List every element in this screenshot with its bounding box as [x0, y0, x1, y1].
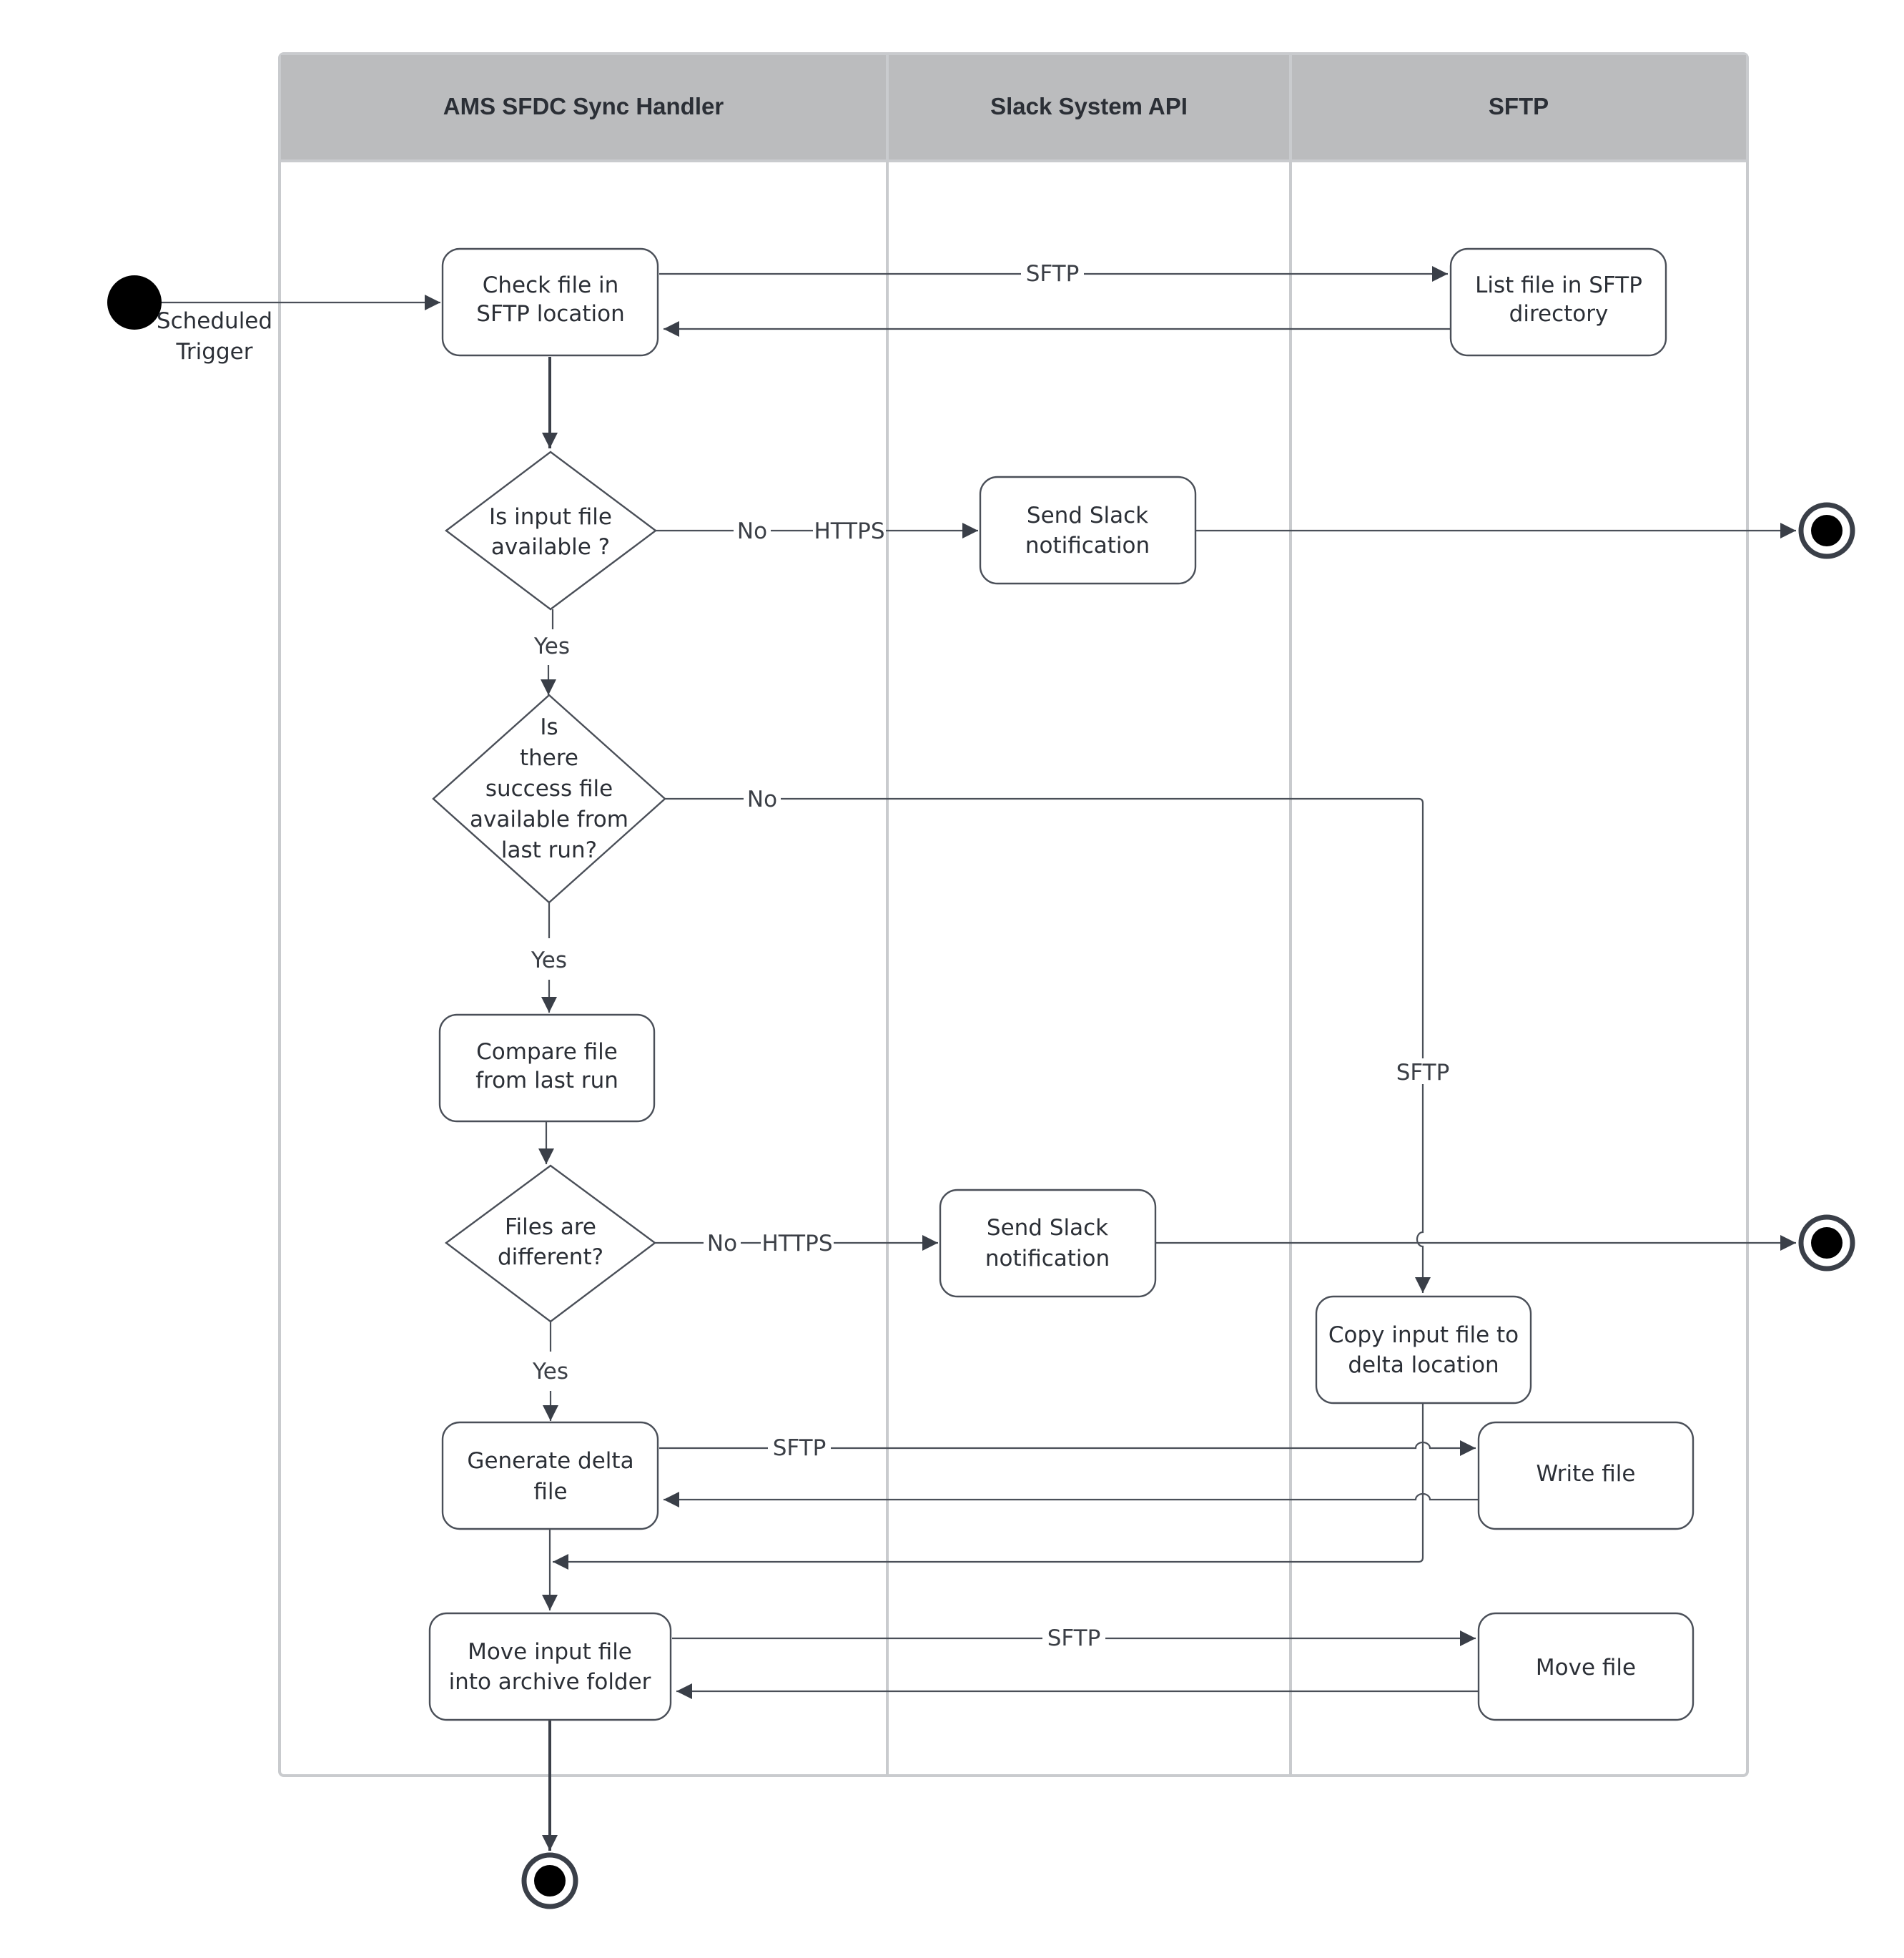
edge-success-no-to-copy	[665, 797, 1431, 1293]
action-copy-input: Copy input file to delta location	[1315, 1295, 1532, 1404]
action-move-input: Move input file into archive folder	[428, 1612, 672, 1721]
lane-title-sftp: SFTP	[1489, 93, 1549, 119]
action-check-file: Check file in SFTP location	[441, 247, 659, 357]
action-send-slack-2: Send Slack notification	[939, 1189, 1157, 1298]
action-list-file-line1: List file in SFTP	[1475, 272, 1642, 298]
lane-title-slack-system-api: Slack System API	[990, 93, 1188, 119]
edge-label-https-1: HTTPS	[814, 518, 884, 544]
action-copy-input-line2: delta location	[1348, 1352, 1499, 1378]
edge-label-no-3: No	[707, 1231, 737, 1256]
action-compare-file-line2: from last run	[475, 1068, 618, 1093]
decision-input-available-line2: available ?	[491, 534, 610, 560]
decision-success-file-line3: success file	[485, 776, 613, 802]
edge-label-no-2: No	[747, 787, 777, 812]
decision-success-file-line1: Is	[540, 714, 558, 740]
decision-files-different-line2: different?	[498, 1244, 603, 1270]
action-copy-input-line1: Copy input file to	[1328, 1322, 1519, 1348]
action-write-file: Write file	[1477, 1421, 1695, 1530]
start-label-line2: Trigger	[176, 339, 253, 365]
action-move-input-line1: Move input file	[468, 1639, 632, 1665]
decision-success-file: Is there success file available from las…	[432, 694, 666, 904]
action-generate-delta-line1: Generate delta	[467, 1448, 633, 1474]
start-node	[107, 275, 162, 330]
action-check-file-line1: Check file in	[483, 272, 619, 298]
action-send-slack-2-line1: Send Slack	[987, 1215, 1108, 1241]
lane-title-ams-sfdc-sync-handler: AMS SFDC Sync Handler	[443, 93, 724, 119]
decision-success-file-line4: available from	[470, 807, 628, 832]
edge-label-sftp-copy: SFTP	[1396, 1060, 1450, 1086]
decision-success-file-line5: last run?	[501, 837, 597, 863]
decision-input-available: Is input file available ?	[445, 451, 658, 611]
action-write-file-line1: Write file	[1536, 1461, 1636, 1487]
action-move-file-line1: Move file	[1536, 1655, 1636, 1681]
action-compare-file: Compare file from last run	[438, 1013, 656, 1123]
edge-label-sftp-move: SFTP	[1047, 1625, 1101, 1651]
edge-label-yes-2: Yes	[531, 948, 567, 973]
edge-label-sftp-write: SFTP	[773, 1435, 827, 1461]
edge-label-yes-1: Yes	[533, 634, 570, 659]
edge-label-yes-3: Yes	[532, 1359, 568, 1384]
decision-success-file-line2: there	[520, 745, 578, 771]
decision-input-available-line1: Is input file	[489, 504, 612, 530]
action-generate-delta: Generate delta file	[441, 1421, 659, 1530]
edge-label-https-2: HTTPS	[761, 1231, 832, 1256]
edge-label-sftp-check: SFTP	[1026, 261, 1080, 287]
start-label-line1: Scheduled	[157, 308, 272, 334]
action-generate-delta-line2: file	[533, 1479, 567, 1505]
action-list-file: List file in SFTP directory	[1449, 247, 1667, 357]
end-node-final	[521, 1852, 578, 1909]
end-node-2	[1798, 1214, 1855, 1271]
action-list-file-line2: directory	[1509, 301, 1609, 327]
action-send-slack-2-line2: notification	[985, 1246, 1110, 1271]
end-node-1	[1798, 502, 1855, 559]
decision-files-different-line1: Files are	[505, 1214, 596, 1240]
action-move-file: Move file	[1477, 1612, 1695, 1721]
edge-copy-to-join	[553, 1403, 1424, 1570]
action-send-slack-1-line1: Send Slack	[1027, 503, 1148, 528]
action-compare-file-line1: Compare file	[476, 1039, 618, 1065]
action-send-slack-1-line2: notification	[1025, 533, 1150, 559]
edge-label-no-1: No	[737, 518, 767, 544]
decision-files-different: Files are different?	[444, 1164, 657, 1323]
action-check-file-line2: SFTP location	[476, 301, 624, 327]
action-move-input-line2: into archive folder	[449, 1669, 651, 1695]
action-send-slack-1: Send Slack notification	[979, 476, 1197, 585]
